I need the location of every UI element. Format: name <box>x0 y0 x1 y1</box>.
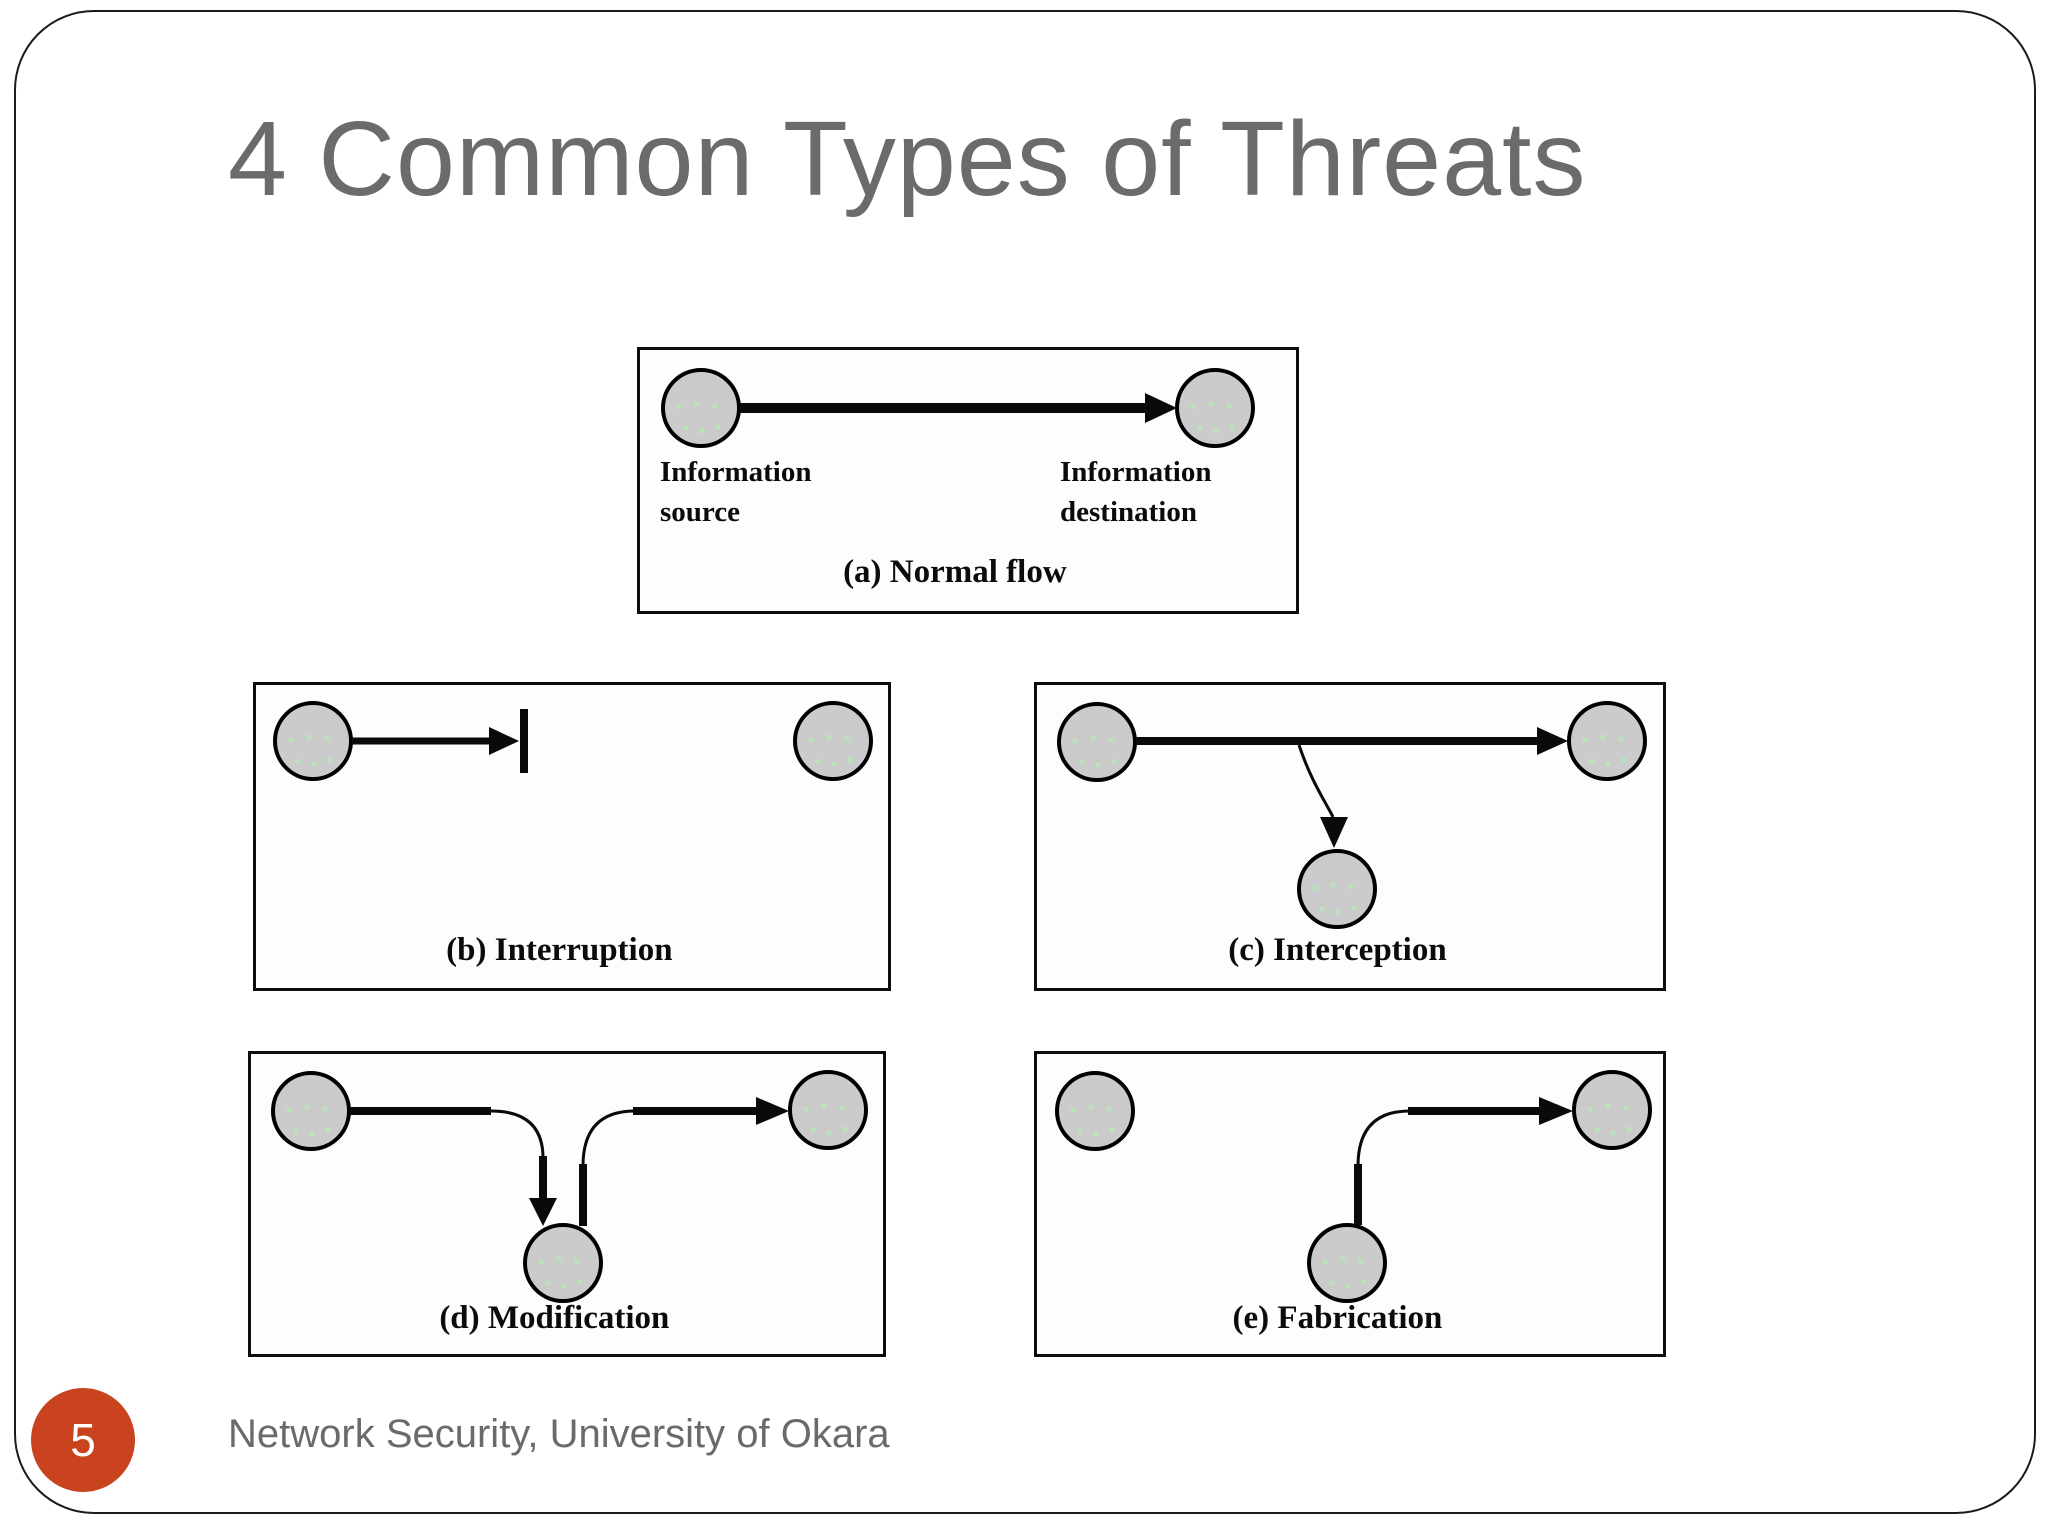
arrowhead-icon <box>1145 393 1177 423</box>
source-node <box>1055 1071 1135 1151</box>
diagram-normal-flow: Information source Information destinati… <box>637 347 1299 614</box>
source-node <box>271 1071 351 1151</box>
page-title: 4 Common Types of Threats <box>228 100 1587 218</box>
up-curve <box>581 1109 636 1167</box>
diagram-interception: (c) Interception <box>1034 682 1666 991</box>
interruption-drawing <box>273 701 873 781</box>
interruption-bar <box>520 709 528 773</box>
information-source-node <box>661 368 741 448</box>
interceptor-node <box>1297 849 1377 929</box>
down-arrowhead-icon <box>529 1198 557 1226</box>
interception-drawing <box>1057 701 1647 929</box>
fabricator-node <box>1307 1223 1387 1303</box>
page-number: 5 <box>70 1414 96 1466</box>
destination-node <box>1567 701 1647 781</box>
source-node <box>1057 702 1137 782</box>
fabrication-drawing <box>1055 1070 1652 1303</box>
modifier-node <box>523 1223 603 1303</box>
label-information-source: Information source <box>660 456 812 528</box>
diagram-interruption: (b) Interruption <box>253 682 891 991</box>
destination-node <box>788 1070 868 1150</box>
tap-curve <box>1297 744 1335 818</box>
up-curve <box>1356 1109 1411 1167</box>
arrowhead-icon <box>1537 727 1568 755</box>
modification-drawing <box>271 1070 868 1303</box>
diagram-fabrication: (e) Fabrication <box>1034 1051 1666 1357</box>
arrowhead-icon <box>756 1097 789 1125</box>
destination-node <box>793 701 873 781</box>
arrowhead-icon <box>1539 1097 1573 1125</box>
caption-normal-flow: (a) Normal flow <box>843 554 1067 590</box>
caption-interception: (c) Interception <box>1228 932 1447 968</box>
label-information-destination: Information destination <box>1060 456 1212 528</box>
information-destination-node <box>1175 368 1255 448</box>
down-arrowhead-icon <box>1320 817 1348 848</box>
page-number-badge: 5 <box>31 1388 135 1492</box>
down-curve <box>490 1109 545 1159</box>
caption-interruption: (b) Interruption <box>446 932 673 968</box>
diagram-modification: (d) Modification <box>248 1051 886 1357</box>
footer-text: Network Security, University of Okara <box>228 1412 890 1456</box>
caption-modification: (d) Modification <box>439 1300 670 1336</box>
caption-fabrication: (e) Fabrication <box>1232 1300 1443 1336</box>
arrowhead-icon <box>489 727 519 755</box>
normal-flow-drawing <box>661 368 1255 448</box>
source-node <box>273 701 353 781</box>
destination-node <box>1572 1070 1652 1150</box>
